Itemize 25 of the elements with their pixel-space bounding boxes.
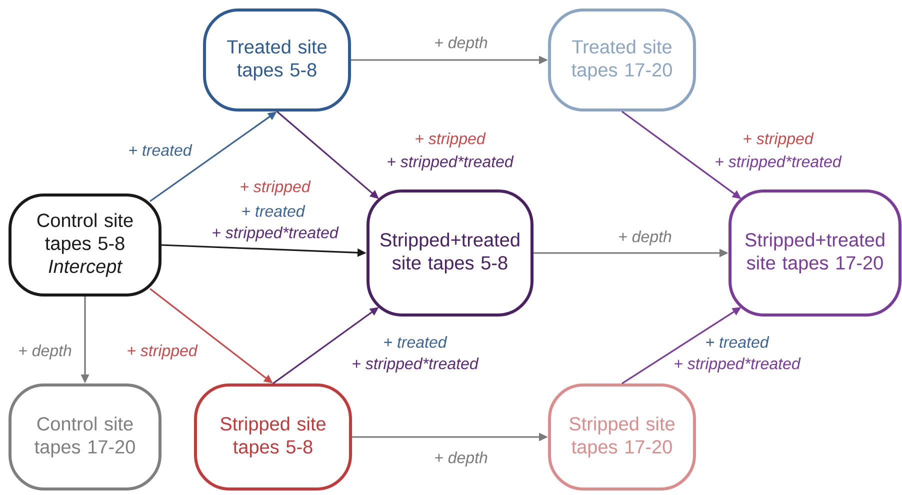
term-label: + treated [384,336,448,348]
term-label: + treated [706,336,770,348]
rounded-box: Control site tapes 17-20 [8,384,162,490]
term-label: + stripped [240,180,311,196]
term-label: + stripped [744,132,814,148]
edge-label: + depth [619,230,672,246]
rounded-box: Treated site tapes 5-8 [203,8,351,112]
rounded-box: Stripped site tapes 17-20 [548,384,696,490]
term-label: + stripped*treated [352,358,479,372]
edge-label: + depth [435,36,488,52]
term-label: + stripped*treated [388,156,514,170]
rounded-box: Stripped+treated site tapes 5-8 [366,190,534,316]
rounded-box: Stripped+treated site tapes 17-20 [728,190,902,316]
term-label: + stripped [416,132,486,148]
edge-label: + depth [19,344,72,360]
term-label: + stripped*treated [716,156,842,170]
edge-label: + treated [129,144,192,156]
rounded-box: Control site tapes 5-8 Intercept [8,194,162,296]
rounded-box: Treated site tapes 17-20 [548,8,696,112]
term-label: + stripped*treated [212,226,339,242]
term-label: + stripped*treated [674,358,801,372]
rounded-box: Stripped site tapes 5-8 [194,384,352,490]
edge-label: + stripped [128,344,198,360]
term-label: + treated [242,205,306,217]
edge-label: + depth [435,452,488,466]
